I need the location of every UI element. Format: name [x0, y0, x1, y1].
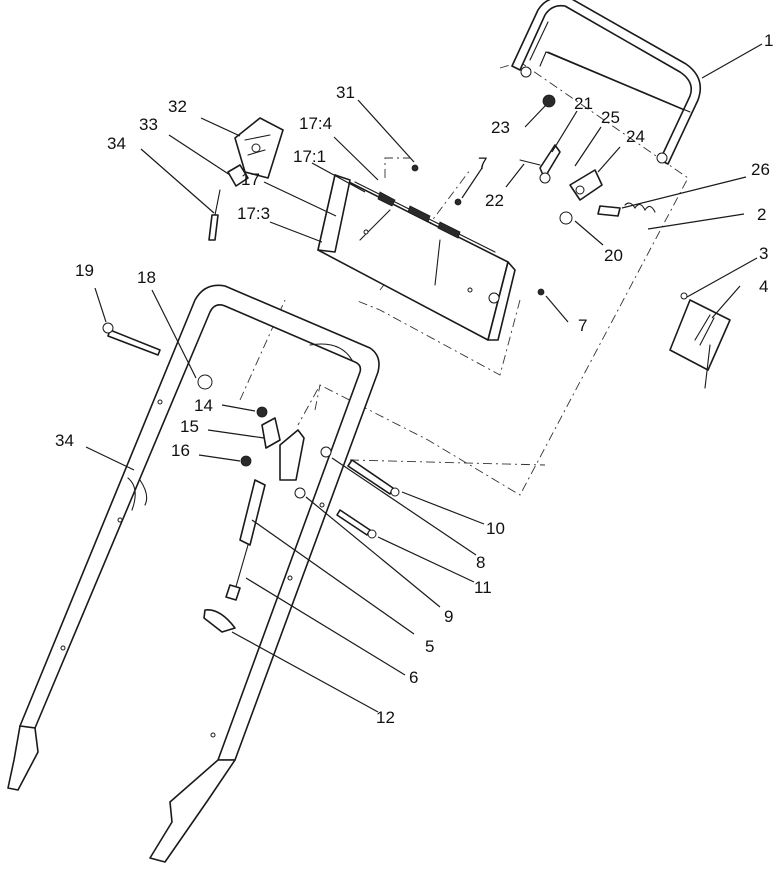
callout-5: 5: [425, 637, 434, 656]
callout-26: 26: [751, 160, 770, 179]
callout-15: 15: [180, 417, 199, 436]
callout-31: 31: [336, 83, 355, 102]
callout-17-3: 17:3: [237, 204, 270, 223]
callout-12: 12: [376, 708, 395, 727]
callout-20: 20: [604, 246, 623, 265]
cable-bracket-part: [240, 406, 305, 481]
bail-mechanism-part: [519, 94, 656, 225]
callout-25: 25: [601, 108, 620, 127]
callout-17: 17: [241, 170, 260, 189]
callout-7b: 7: [578, 316, 587, 335]
cable-part: [203, 479, 266, 633]
callout-17-4: 17:4: [299, 114, 332, 133]
callout-32: 32: [168, 97, 187, 116]
callout-labels: 1 2 3 4 5 6 7 7 8 9 10 11 12 14 15 16 17…: [55, 31, 773, 727]
throttle-bracket-part: [208, 117, 284, 241]
callout-24: 24: [626, 127, 645, 146]
decal-plate-part: [669, 292, 731, 389]
callout-23: 23: [491, 118, 510, 137]
callout-17-1: 17:1: [293, 147, 326, 166]
callout-34b: 34: [55, 431, 74, 450]
control-panel-part: [317, 174, 516, 341]
lower-handle-part: [7, 284, 380, 863]
callout-3: 3: [759, 244, 768, 263]
callout-1: 1: [764, 31, 773, 50]
callout-22: 22: [485, 191, 504, 210]
callout-2: 2: [757, 205, 766, 224]
callout-10: 10: [486, 519, 505, 538]
callout-21: 21: [574, 94, 593, 113]
fasteners-part: [102, 164, 545, 539]
upper-handle-part: [511, 0, 702, 165]
callout-7a: 7: [478, 154, 487, 173]
callout-8: 8: [476, 553, 485, 572]
callout-4: 4: [759, 277, 768, 296]
callout-34a: 34: [107, 134, 126, 153]
callout-18: 18: [137, 268, 156, 287]
callout-9: 9: [444, 607, 453, 626]
callout-11: 11: [474, 578, 492, 597]
callout-6: 6: [409, 668, 418, 687]
callout-19: 19: [75, 261, 94, 280]
leader-lines: [85, 43, 763, 713]
callout-14: 14: [194, 396, 213, 415]
callout-16: 16: [171, 441, 190, 460]
callout-33: 33: [139, 115, 158, 134]
